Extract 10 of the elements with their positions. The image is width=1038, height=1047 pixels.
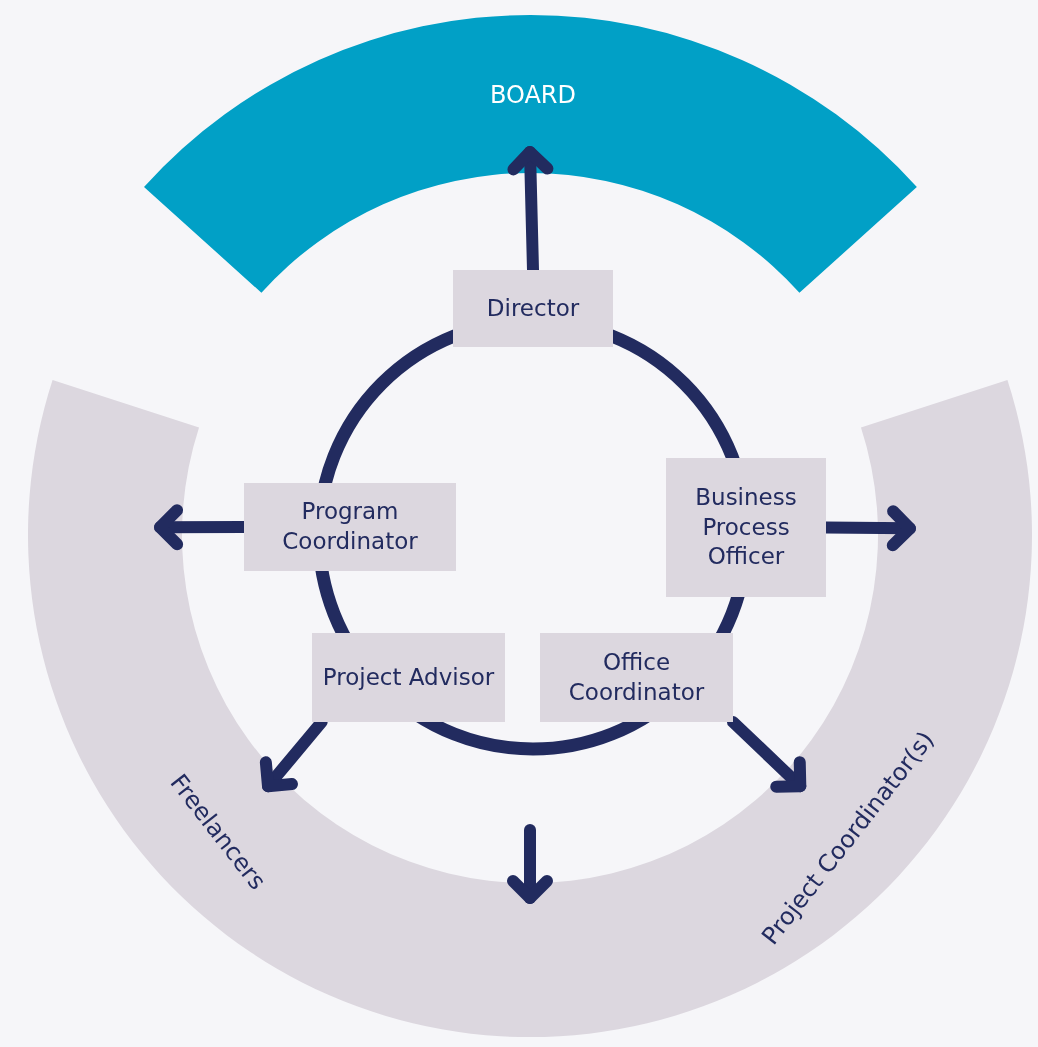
band-label: BOARD — [489, 81, 577, 109]
role-box: Office Coordinator — [540, 633, 733, 722]
arc-band — [143, 15, 917, 293]
role-box: Project Advisor — [312, 633, 505, 722]
arrow — [727, 716, 807, 793]
role-box: Program Coordinator — [244, 483, 456, 571]
arrow — [507, 824, 553, 904]
role-box: Business Process Officer — [666, 458, 826, 597]
role-box: Director — [453, 270, 613, 347]
arc-band — [28, 379, 1032, 1037]
